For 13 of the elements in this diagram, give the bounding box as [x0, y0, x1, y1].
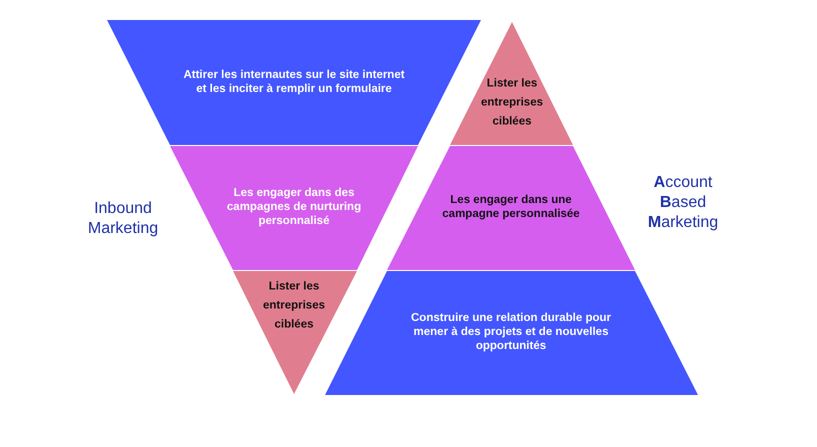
stage-text: Attirer les internautes sur le site internet et les inciter à remplir un formulaire: [182, 68, 406, 96]
pyramid-tier: [387, 146, 635, 270]
stage-text: Lister les entreprises ciblées: [480, 76, 544, 130]
pyramid-tier: [325, 271, 698, 395]
stage-text: Lister les entreprises ciblées: [262, 280, 326, 332]
side-label: Inbound Marketing: [86, 199, 160, 239]
funnel-band: [107, 20, 481, 145]
funnel-tip: [233, 271, 357, 394]
stage-text: Les engager dans des campagnes de nurturing personnalisé: [226, 186, 362, 228]
funnel-band: [170, 146, 418, 270]
stage-text: Les engager dans une campagne personnalisée: [441, 193, 581, 221]
side-label: Account Based Marketing: [646, 173, 720, 233]
stage-text: Construire une relation durable pour mener à des projets et de nouvelles opportunités: [410, 311, 612, 353]
